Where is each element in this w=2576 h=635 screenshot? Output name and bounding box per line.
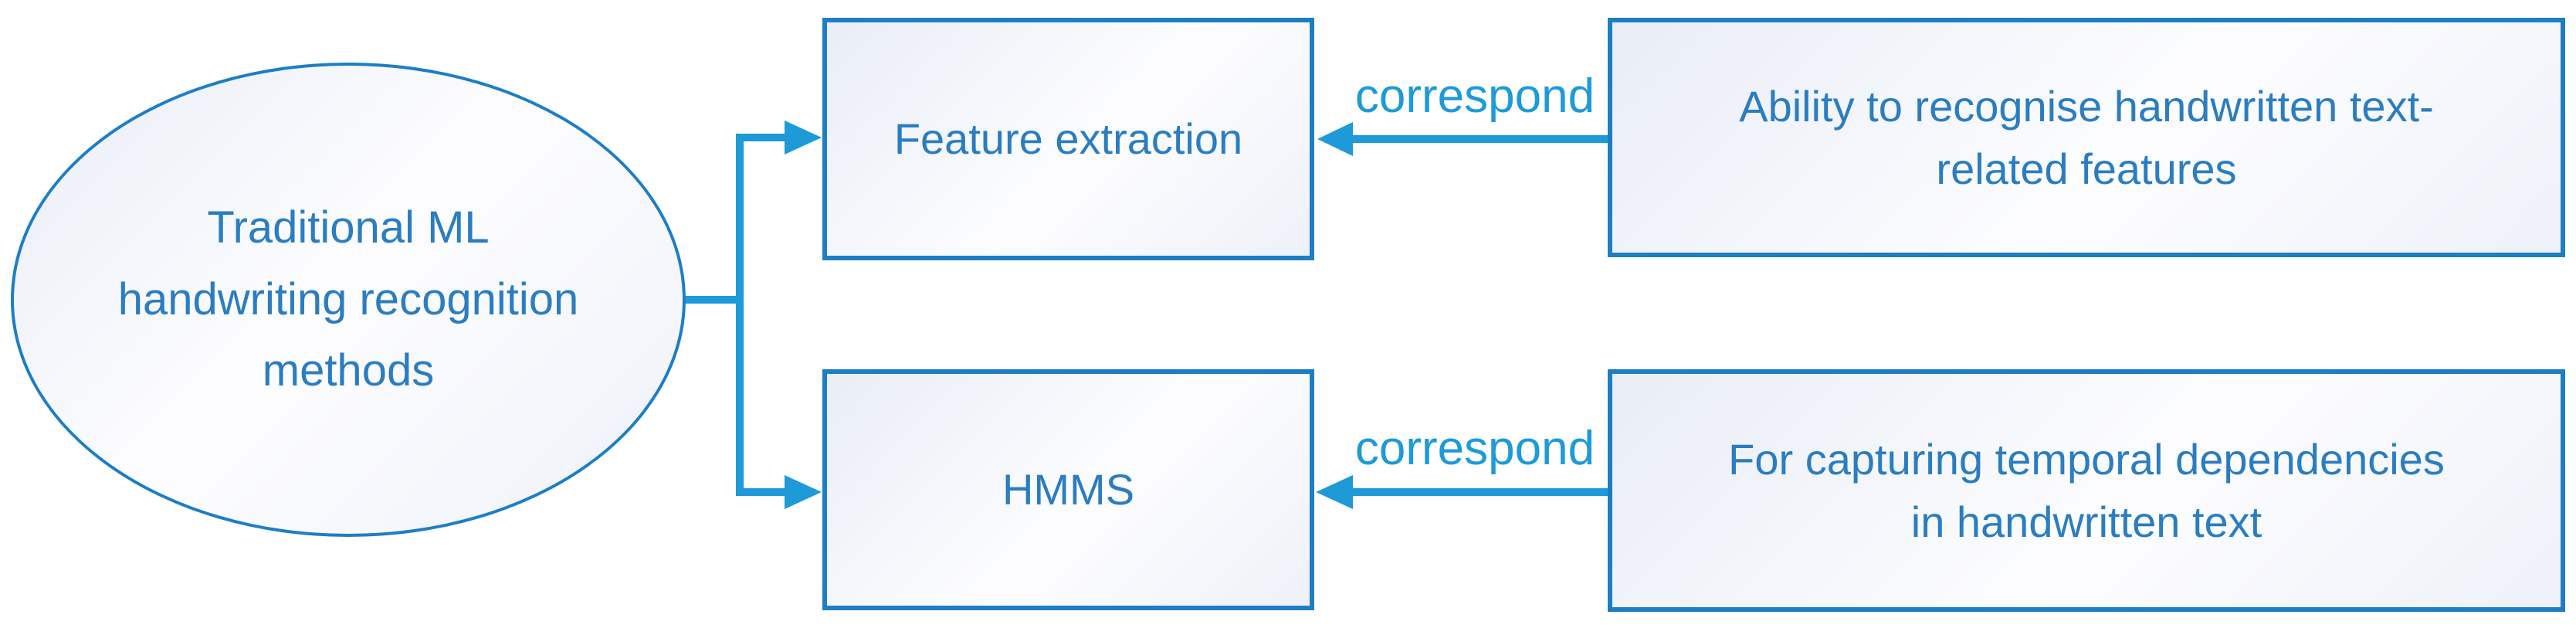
edge-label-correspond-top: correspond: [1354, 70, 1595, 123]
node-ability-recognise-features-label: Ability to recognise handwritten text- r…: [1739, 81, 2434, 193]
node-temporal-dependencies: For capturing temporal dependencies in h…: [1608, 369, 2565, 612]
node-hmms-label: HMMS: [1002, 465, 1135, 514]
arrowhead-correspond-top-icon: [1317, 122, 1353, 156]
arrowhead-correspond-bottom-icon: [1316, 475, 1353, 509]
node-feature-extraction: Feature extraction: [822, 18, 1314, 260]
node-traditional-ml-methods-label: Traditional ML handwriting recognition m…: [117, 202, 579, 396]
connector-branch-elbow: [736, 134, 786, 496]
edge-label-correspond-bottom: correspond: [1354, 422, 1595, 475]
arrowhead-to-feature-extraction-icon: [785, 121, 822, 155]
node-feature-extraction-label: Feature extraction: [893, 114, 1243, 164]
connector-ability-to-feature-extraction: [1317, 122, 1608, 156]
node-hmms: HMMS: [822, 369, 1314, 610]
arrowhead-to-hmms-icon: [785, 475, 822, 509]
node-traditional-ml-methods: Traditional ML handwriting recognition m…: [11, 63, 686, 537]
node-ability-recognise-features: Ability to recognise handwritten text- r…: [1608, 18, 2565, 257]
connector-temporal-to-hmms: [1316, 475, 1608, 509]
connector-root-branch: [686, 121, 822, 509]
node-temporal-dependencies-label: For capturing temporal dependencies in h…: [1728, 434, 2445, 546]
